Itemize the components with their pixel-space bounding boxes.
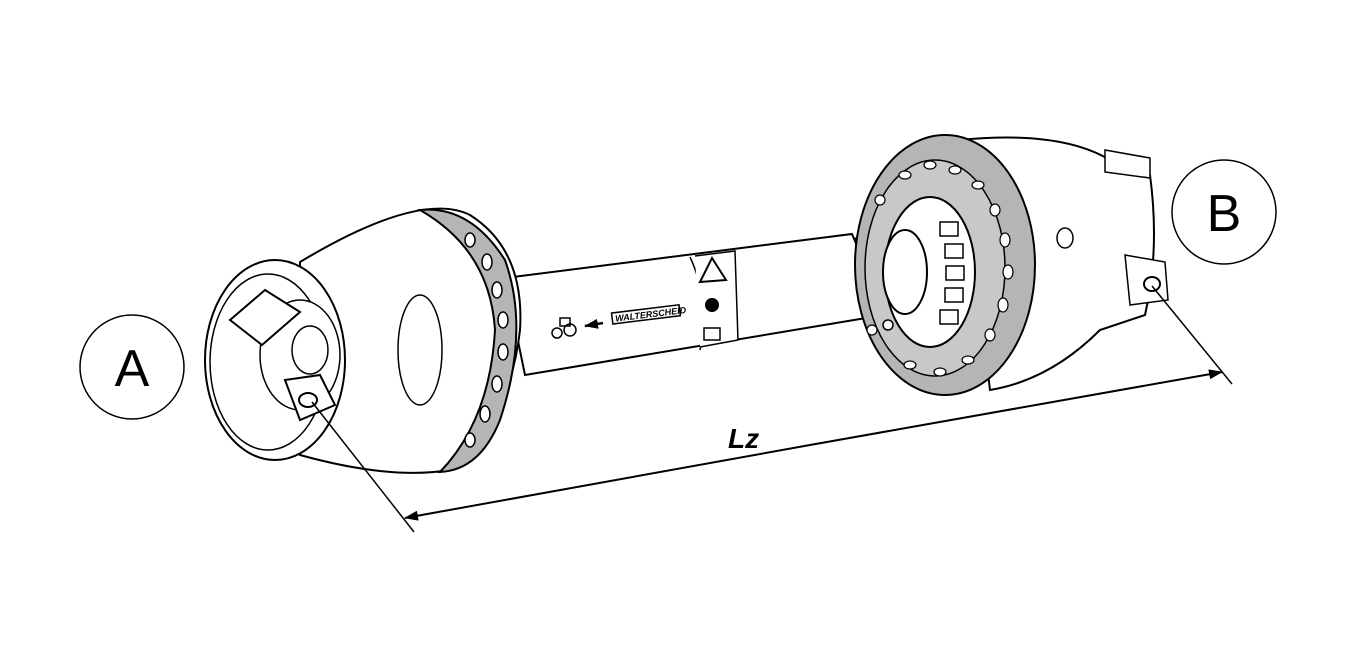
warning-rotation-icon bbox=[705, 298, 719, 312]
end-a-guard bbox=[204, 207, 522, 474]
manual-book-icon bbox=[703, 327, 721, 341]
guard-tube: WALTERSCHEID bbox=[503, 232, 869, 377]
callout-a: A bbox=[79, 314, 185, 420]
callout-a-label: A bbox=[115, 340, 150, 398]
end-b-guard bbox=[854, 134, 1169, 396]
length-label: Lz bbox=[728, 423, 759, 454]
extension-line-b bbox=[1151, 285, 1233, 385]
warning-triangle-icon bbox=[698, 255, 728, 284]
extension-line-a bbox=[311, 401, 415, 533]
callout-b-label: B bbox=[1207, 185, 1242, 243]
callout-b: B bbox=[1171, 159, 1277, 265]
dimension-lz: Lz bbox=[311, 285, 1233, 533]
tractor-direction-icon bbox=[551, 317, 604, 339]
